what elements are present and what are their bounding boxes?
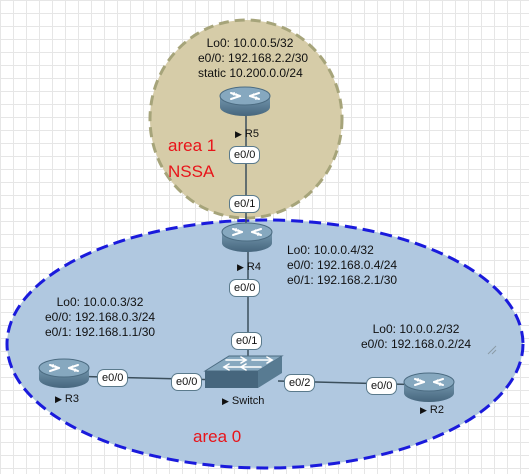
- r5-info: Lo0: 10.0.0.5/32 e0/0: 192.168.2.2/30 st…: [198, 36, 309, 81]
- router-icon[interactable]: [221, 222, 273, 253]
- r3-name: ▶R3: [55, 393, 79, 405]
- switch-name-text: Switch: [231, 395, 265, 407]
- port-r4-e0-0[interactable]: e0/0: [229, 279, 261, 297]
- r3-info: Lo0: 10.0.0.3/32 e0/0: 192.168.0.3/24 e0…: [40, 295, 160, 340]
- r5-info-line: Lo0: 10.0.0.5/32: [206, 36, 294, 50]
- router-icon[interactable]: [403, 372, 455, 403]
- r3-info-line: Lo0: 10.0.0.3/32: [56, 295, 144, 309]
- play-icon: ▶: [237, 262, 244, 272]
- port-r2-e0-0[interactable]: e0/0: [366, 377, 398, 395]
- r2-info: Lo0: 10.0.0.2/32 e0/0: 192.168.0.2/24: [356, 322, 476, 352]
- router-icon[interactable]: [38, 358, 90, 389]
- play-icon: ▶: [222, 396, 229, 406]
- r4-name-text: R4: [246, 261, 261, 273]
- r2-name: ▶R2: [420, 404, 444, 416]
- r5-info-line: e0/0: 192.168.2.2/30: [198, 51, 309, 65]
- resize-grip-icon[interactable]: [487, 345, 497, 355]
- r2-info-line: Lo0: 10.0.0.2/32: [372, 322, 460, 336]
- port-switch-e0-0[interactable]: e0/0: [171, 373, 203, 391]
- play-icon: ▶: [55, 394, 62, 404]
- switch-icon[interactable]: [203, 355, 284, 388]
- r5-name: ▶R5: [235, 128, 259, 140]
- area-1-type-label: NSSA: [168, 162, 215, 181]
- r4-info: Lo0: 10.0.0.4/32 e0/0: 192.168.0.4/24 e0…: [287, 243, 397, 288]
- port-switch-e0-2[interactable]: e0/2: [284, 374, 316, 392]
- port-r3-e0-0[interactable]: e0/0: [97, 369, 129, 387]
- port-r4-e0-1[interactable]: e0/1: [229, 195, 261, 213]
- r2-name-text: R2: [429, 404, 444, 416]
- r2-info-line: e0/0: 192.168.0.2/24: [360, 337, 472, 351]
- router-icon[interactable]: [219, 86, 271, 117]
- r3-info-line: e0/1: 192.168.1.1/30: [44, 325, 156, 339]
- area-0-label: area 0: [193, 427, 242, 446]
- r4-info-line: Lo0: 10.0.0.4/32: [287, 243, 374, 257]
- r4-info-line: e0/1: 192.168.2.1/30: [287, 273, 398, 287]
- port-switch-e0-1[interactable]: e0/1: [231, 332, 263, 350]
- area-1-label: area 1: [168, 136, 217, 155]
- r5-info-line: static 10.200.0.0/24: [198, 66, 303, 80]
- switch-name: ▶Switch: [222, 395, 264, 407]
- r4-info-line: e0/0: 192.168.0.4/24: [287, 258, 398, 272]
- r3-info-line: e0/0: 192.168.0.3/24: [44, 310, 156, 324]
- port-r5-e0-0[interactable]: e0/0: [229, 146, 261, 164]
- r4-name: ▶R4: [237, 261, 261, 273]
- r5-name-text: R5: [244, 128, 259, 140]
- area-0-region: [5, 218, 525, 470]
- play-icon: ▶: [420, 405, 427, 415]
- play-icon: ▶: [235, 129, 242, 139]
- r3-name-text: R3: [64, 393, 79, 405]
